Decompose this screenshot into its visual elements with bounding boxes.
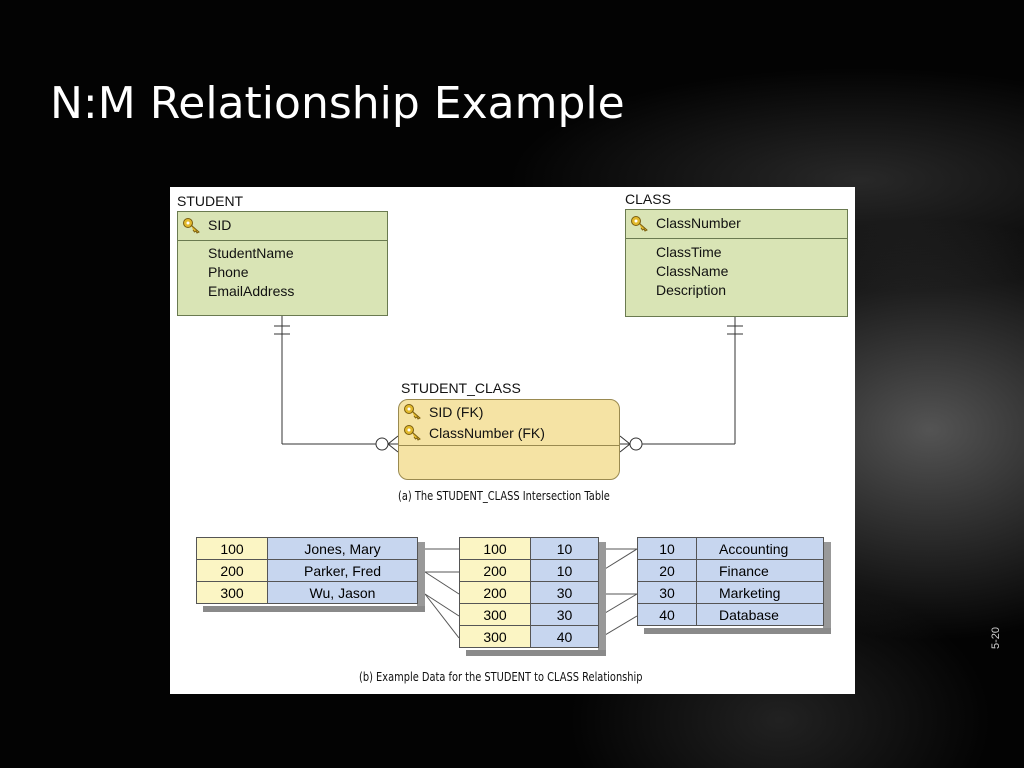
slide-title: N:M Relationship Example [50, 78, 625, 129]
class-key: ClassNumber [656, 215, 741, 231]
student-key-row: SID [178, 212, 387, 241]
class-key-row: ClassNumber [626, 210, 847, 239]
student-sid-cell: 300 [196, 581, 268, 604]
student-class-table: 100 10 200 10 200 30 300 30 300 40 [459, 537, 599, 648]
student-table-shadow [203, 606, 425, 612]
student-attr: Phone [208, 264, 249, 280]
table-row: 100 10 [459, 537, 599, 560]
intersection-key: SID (FK) [429, 404, 484, 420]
link-40 [599, 615, 638, 639]
student-attr: StudentName [208, 245, 294, 261]
student-name-cell: Jones, Mary [267, 537, 418, 560]
link-30-b [599, 593, 638, 617]
crow-right-2 [619, 443, 631, 453]
class-entity-name: CLASS [625, 191, 671, 207]
table-row: 200 30 [459, 581, 599, 604]
table-row: 200 Parker, Fred [196, 559, 418, 582]
student-table-shadow [417, 542, 425, 609]
crow-left-1 [387, 435, 399, 445]
student-sid-cell: 100 [196, 537, 268, 560]
key-icon [182, 217, 202, 238]
intersection-table-shadow [466, 650, 606, 656]
crow-right-1 [619, 435, 631, 445]
diagram-panel: STUDENT SID StudentName Phone EmailAddre… [170, 187, 855, 694]
class-number-cell: 10 [637, 537, 697, 560]
sc-sid-cell: 200 [459, 559, 531, 582]
er-connectors [274, 315, 743, 453]
sc-class-cell: 10 [530, 537, 599, 560]
class-name-cell: Accounting [696, 537, 824, 560]
intersection-entity: SID (FK) ClassNumber (FK) [398, 399, 620, 480]
class-number-cell: 40 [637, 603, 697, 626]
sc-class-cell: 30 [530, 603, 599, 626]
class-table-shadow [823, 542, 831, 631]
key-icon [403, 424, 423, 447]
student-name-cell: Parker, Fred [267, 559, 418, 582]
student-key: SID [208, 217, 232, 233]
student-name-cell: Wu, Jason [267, 581, 418, 604]
sc-sid-cell: 300 [459, 603, 531, 626]
student-sid-cell: 200 [196, 559, 268, 582]
class-name-cell: Database [696, 603, 824, 626]
class-number-cell: 20 [637, 559, 697, 582]
link-200-30 [424, 571, 460, 595]
key-icon [630, 215, 650, 236]
intersection-entity-name: STUDENT_CLASS [401, 380, 521, 396]
class-number-cell: 30 [637, 581, 697, 604]
sc-class-cell: 30 [530, 581, 599, 604]
caption-a: (a) The STUDENT_CLASS Intersection Table [398, 489, 610, 503]
link-300-30 [424, 593, 460, 617]
intersection-table-shadow [598, 542, 606, 653]
link-300-40 [424, 593, 460, 639]
table-row: 100 Jones, Mary [196, 537, 418, 560]
table-row: 20 Finance [637, 559, 824, 582]
student-table: 100 Jones, Mary 200 Parker, Fred 300 Wu,… [196, 537, 418, 604]
sc-sid-cell: 300 [459, 625, 531, 648]
data-links [424, 548, 638, 639]
slide-number: 5-20 [990, 626, 1002, 650]
sc-sid-cell: 200 [459, 581, 531, 604]
table-row: 200 10 [459, 559, 599, 582]
class-name-cell: Marketing [696, 581, 824, 604]
sc-sid-cell: 100 [459, 537, 531, 560]
class-attr: ClassName [656, 263, 729, 279]
class-name-cell: Finance [696, 559, 824, 582]
class-attr: Description [656, 282, 727, 298]
crow-left-2 [387, 443, 399, 453]
student-entity-name: STUDENT [177, 193, 244, 209]
student-entity: SID StudentName Phone EmailAddress [177, 211, 388, 316]
table-row: 10 Accounting [637, 537, 824, 560]
class-attr: ClassTime [656, 244, 722, 260]
caption-b: (b) Example Data for the STUDENT to CLAS… [359, 670, 643, 684]
table-row: 300 Wu, Jason [196, 581, 418, 604]
sc-class-cell: 10 [530, 559, 599, 582]
link-10-b [599, 548, 638, 573]
class-table: 10 Accounting 20 Finance 30 Marketing 40… [637, 537, 824, 626]
intersection-key: ClassNumber (FK) [429, 425, 545, 441]
table-row: 300 30 [459, 603, 599, 626]
table-row: 30 Marketing [637, 581, 824, 604]
class-table-shadow [644, 628, 831, 634]
intersection-divider [399, 445, 619, 446]
table-row: 40 Database [637, 603, 824, 626]
student-attr: EmailAddress [208, 283, 295, 299]
class-entity: ClassNumber ClassTime ClassName Descript… [625, 209, 848, 317]
key-icon [403, 403, 423, 426]
table-row: 300 40 [459, 625, 599, 648]
sc-class-cell: 40 [530, 625, 599, 648]
